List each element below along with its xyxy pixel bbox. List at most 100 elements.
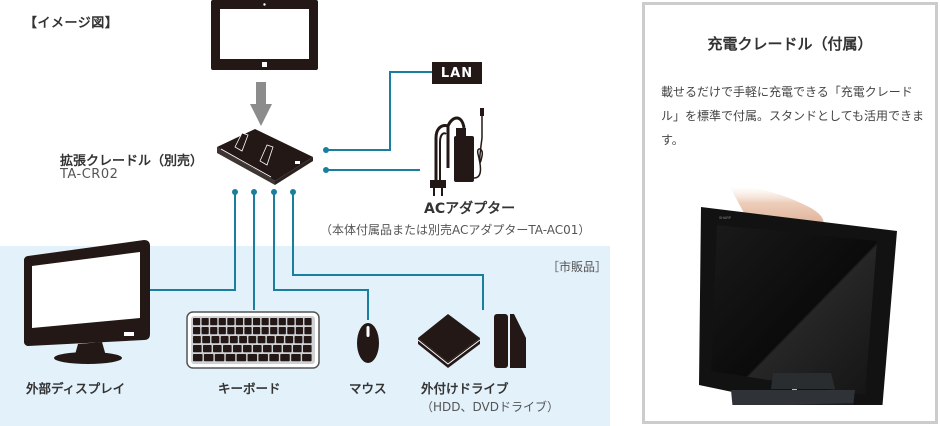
keyboard-key xyxy=(261,327,269,335)
keyboard-key xyxy=(293,345,302,353)
keyboard-key xyxy=(280,354,290,362)
keyboard-icon xyxy=(186,311,320,369)
lan-port-dot xyxy=(323,147,329,153)
keyboard-key xyxy=(210,318,218,326)
monitor-icon xyxy=(24,240,150,364)
keyboard-key xyxy=(261,318,269,326)
keyboard-key xyxy=(287,318,295,326)
display-port-dot xyxy=(232,189,238,195)
keyboard-key xyxy=(287,327,295,335)
keyboard-key xyxy=(220,336,229,344)
keyboard-key xyxy=(266,336,275,344)
keyboard-key xyxy=(227,318,235,326)
keyboard-key xyxy=(235,327,244,335)
keyboard-key xyxy=(258,354,268,362)
ac-adapter-note: （本体付属品または別売ACアダプターTA-AC01） xyxy=(320,223,591,237)
keyboard-key xyxy=(253,345,262,353)
lan-badge: LAN xyxy=(432,62,482,84)
keyboard-key xyxy=(201,327,209,335)
connector-lines xyxy=(148,71,484,320)
device-label-drive: 外付けドライブ xyxy=(421,381,509,396)
keyboard-key xyxy=(294,336,303,344)
keyboard-key xyxy=(218,318,226,326)
keyboard-key xyxy=(244,327,252,335)
keyboard-key xyxy=(278,327,286,335)
panel-description: 載せるだけで手軽に充電できる「充電クレードル」を標準で付属。スタンドとしても活用… xyxy=(661,85,925,147)
mouse-port-dot xyxy=(271,189,277,195)
keyboard-key xyxy=(214,354,225,362)
keyboard-key xyxy=(227,327,235,335)
keyboard-key xyxy=(285,336,294,344)
drive-port-dot xyxy=(290,189,296,195)
keyboard-key xyxy=(253,327,261,335)
keyboard-key xyxy=(218,327,226,335)
keyboard-key xyxy=(233,345,242,353)
keyboard-key xyxy=(210,327,218,335)
expansion-cradle-model: TA-CR02 xyxy=(60,167,119,182)
keyboard-key xyxy=(247,354,258,362)
retail-zone-label: ［市販品］ xyxy=(547,260,608,274)
keyboard-key xyxy=(276,336,284,344)
ac-adapter-name: ACアダプター xyxy=(424,201,516,217)
keyboard-key xyxy=(193,336,201,344)
keyboard-key xyxy=(273,345,282,353)
ac-port-dot xyxy=(323,167,329,173)
image-label: 【イメージ図】 xyxy=(24,16,119,31)
keyboard-key xyxy=(235,318,244,326)
mouse-icon xyxy=(357,323,379,363)
panel-title: 充電クレードル（付属） xyxy=(707,35,873,53)
arrow-down-icon xyxy=(250,82,272,126)
device-note-drive: （HDD、DVDドライブ） xyxy=(421,400,559,414)
keyboard-key xyxy=(295,318,304,326)
keyboard-key xyxy=(223,345,232,353)
ac-adapter-icon xyxy=(430,108,484,196)
keyboard-key xyxy=(302,354,312,362)
keyboard-key xyxy=(201,318,209,326)
keyboard-key xyxy=(239,336,247,344)
charging-cradle-panel: 充電クレードル（付属） 載せるだけで手軽に充電できる「充電クレードル」を標準で付… xyxy=(642,2,938,424)
mouse-connector-line xyxy=(273,192,369,320)
keyboard-key xyxy=(303,336,312,344)
keyboard-key xyxy=(213,345,222,353)
keyboard-key xyxy=(193,354,203,362)
keyboard-key xyxy=(243,345,252,353)
keyboard-key xyxy=(291,354,301,362)
keyboard-key xyxy=(295,327,304,335)
lan-connector-line xyxy=(328,71,432,151)
tablet-icon xyxy=(211,0,318,70)
tablet-on-charging-cradle-photo: SHARP xyxy=(699,186,897,405)
keyboard-key xyxy=(225,354,236,362)
keyboard-key xyxy=(304,318,312,326)
keyboard-key xyxy=(203,345,212,353)
keyboard-key xyxy=(211,336,220,344)
device-label-display: 外部ディスプレイ xyxy=(26,381,126,396)
drive-connector-line xyxy=(292,192,484,310)
hand xyxy=(730,186,824,229)
display-connector-line xyxy=(148,192,236,291)
keyboard-port-dot xyxy=(251,189,257,195)
expansion-cradle-name: 拡張クレードル（別売） xyxy=(60,154,204,169)
cradle-icon xyxy=(217,129,313,185)
svg-text:SHARP: SHARP xyxy=(719,216,732,220)
keyboard-key xyxy=(269,354,279,362)
keyboard-key xyxy=(253,318,261,326)
keyboard-key xyxy=(270,327,278,335)
keyboard-key xyxy=(303,345,312,353)
keyboard-key xyxy=(278,318,286,326)
keyboard-key xyxy=(283,345,292,353)
keyboard-key xyxy=(263,345,272,353)
keyboard-key xyxy=(257,336,266,344)
keyboard-key xyxy=(193,345,202,353)
keyboard-key xyxy=(236,354,247,362)
keyboard-key xyxy=(244,318,252,326)
keyboard-key xyxy=(304,327,312,335)
keyboard-key xyxy=(248,336,257,344)
keyboard-key xyxy=(202,336,211,344)
keyboard-key xyxy=(229,336,238,344)
device-label-keyboard: キーボード xyxy=(218,381,281,396)
connection-diagram: 【イメージ図】 拡張クレードル（別売） TA-CR02 LAN AC xyxy=(0,0,610,426)
device-label-mouse: マウス xyxy=(349,381,387,396)
keyboard-key xyxy=(193,318,201,326)
keyboard-key xyxy=(193,327,201,335)
keyboard-key xyxy=(203,354,214,362)
